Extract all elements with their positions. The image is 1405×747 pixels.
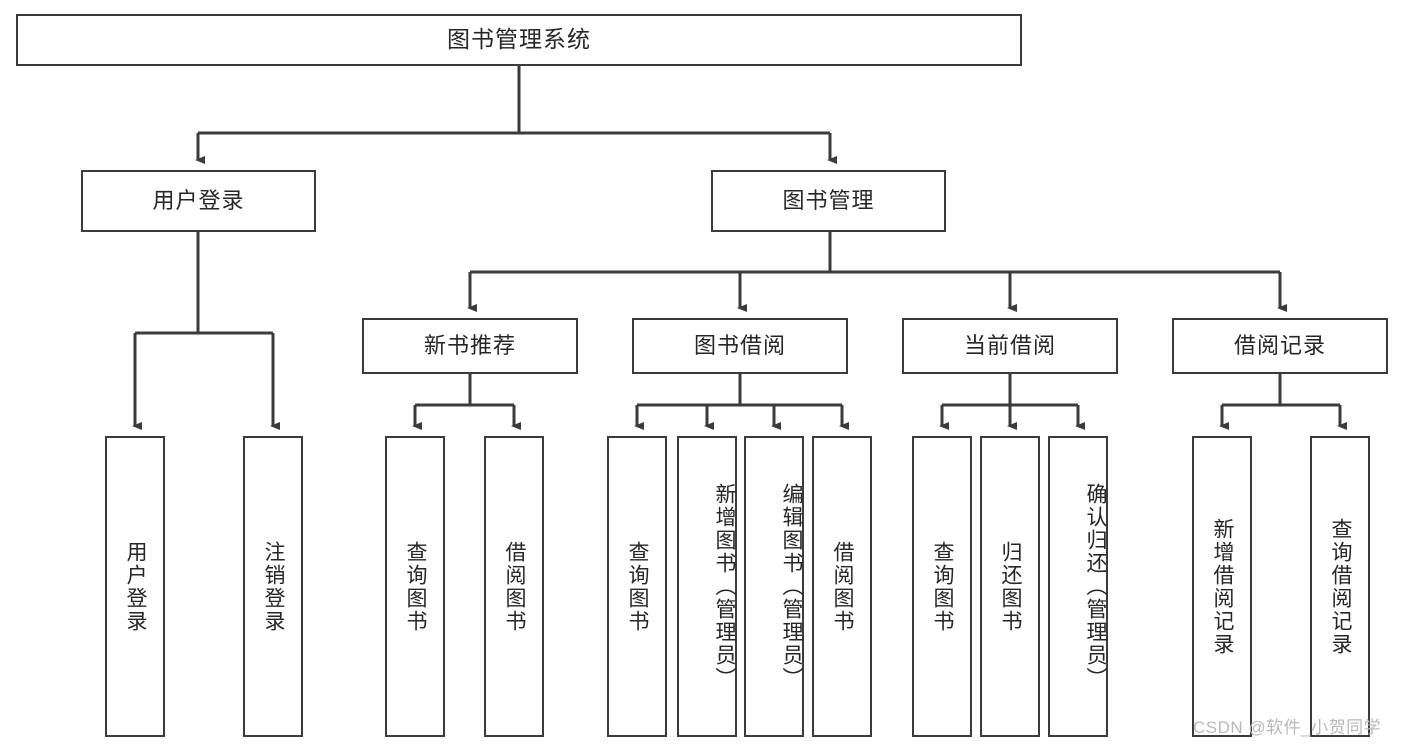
node-leaf-query-record[interactable]: 查询借阅记录: [1310, 436, 1370, 737]
leaf-label: 新增借阅记录: [1211, 517, 1235, 656]
node-leaf-query-book-3[interactable]: 查询图书: [912, 436, 972, 737]
node-leaf-user-login[interactable]: 用户登录: [105, 436, 165, 737]
node-user-login[interactable]: 用户登录: [81, 170, 316, 232]
node-new-book-recommend[interactable]: 新书推荐: [362, 318, 578, 374]
leaf-label: 确认归还（管理员）: [1084, 483, 1107, 690]
node-current-borrow[interactable]: 当前借阅: [902, 318, 1118, 374]
node-book-borrow[interactable]: 图书借阅: [632, 318, 848, 374]
node-leaf-borrow-book-2[interactable]: 借阅图书: [812, 436, 872, 737]
leaf-label: 查询图书: [626, 540, 650, 633]
leaf-label: 编辑图书（管理员）: [780, 483, 803, 690]
node-leaf-logout[interactable]: 注销登录: [243, 436, 303, 737]
node-leaf-add-record[interactable]: 新增借阅记录: [1192, 436, 1252, 737]
node-book-manage[interactable]: 图书管理: [711, 170, 946, 232]
leaf-label: 用户登录: [124, 540, 148, 633]
leaf-label: 查询借阅记录: [1329, 517, 1353, 656]
node-leaf-query-book-1[interactable]: 查询图书: [385, 436, 445, 737]
leaf-label: 注销登录: [262, 540, 286, 633]
leaf-label: 新增图书（管理员）: [713, 483, 736, 690]
node-leaf-add-book[interactable]: 新增图书（管理员）: [677, 436, 737, 737]
leaf-label: 查询图书: [404, 540, 428, 633]
leaf-label: 归还图书: [999, 540, 1023, 633]
csdn-watermark: CSDN @软件_小贺同学: [1193, 718, 1382, 737]
leaf-label: 借阅图书: [503, 540, 527, 633]
node-borrow-record[interactable]: 借阅记录: [1172, 318, 1388, 374]
node-root-system[interactable]: 图书管理系统: [16, 14, 1022, 66]
node-leaf-borrow-book-1[interactable]: 借阅图书: [484, 436, 544, 737]
node-leaf-edit-book[interactable]: 编辑图书（管理员）: [744, 436, 804, 737]
node-leaf-query-book-2[interactable]: 查询图书: [607, 436, 667, 737]
leaf-label: 借阅图书: [831, 540, 855, 633]
node-leaf-confirm-return[interactable]: 确认归还（管理员）: [1048, 436, 1108, 737]
node-leaf-return-book[interactable]: 归还图书: [980, 436, 1040, 737]
leaf-label: 查询图书: [931, 540, 955, 633]
